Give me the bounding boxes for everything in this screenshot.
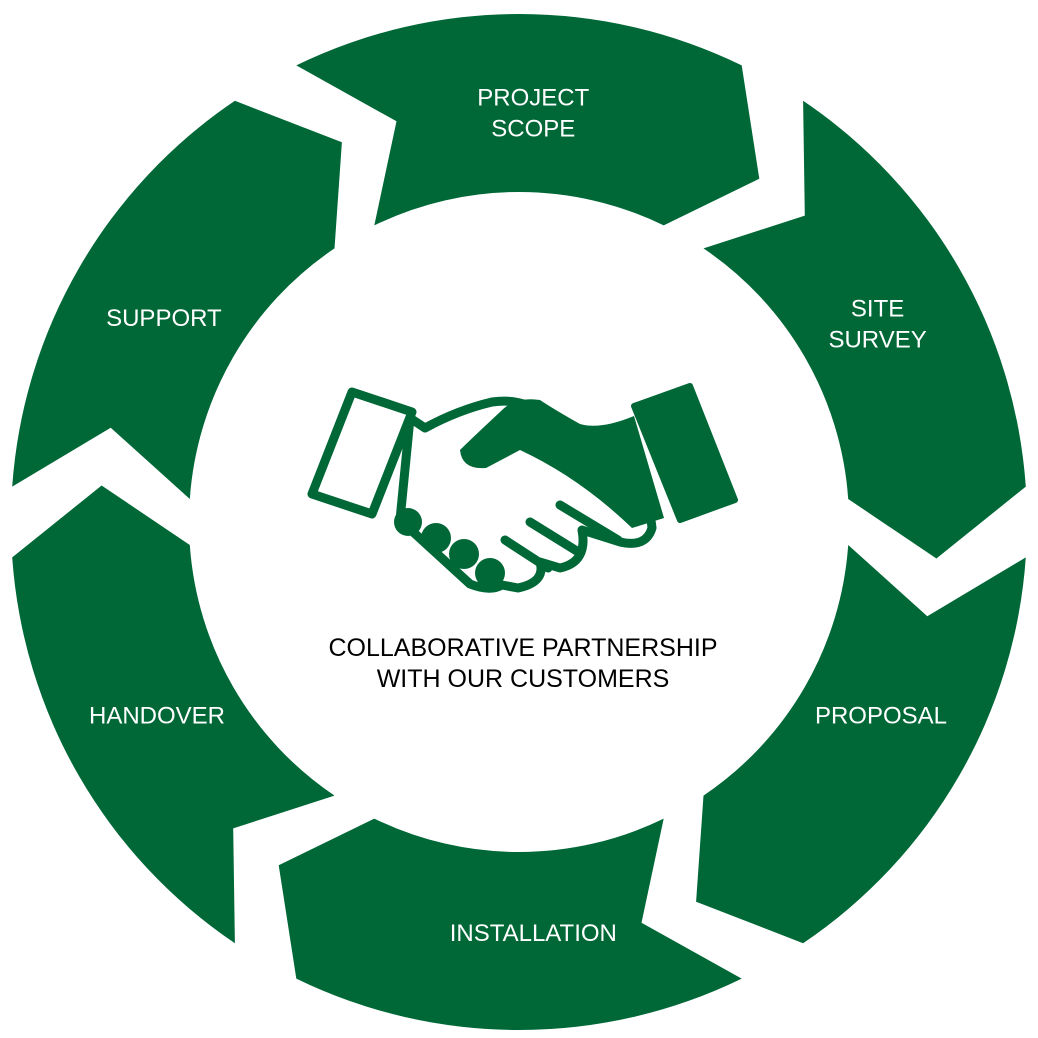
center-caption-line-1: COLLABORATIVE PARTNERSHIP: [329, 634, 718, 662]
cycle-step-label: SCOPE: [491, 116, 575, 143]
cycle-step-label: PROPOSAL: [815, 703, 947, 730]
right-cuff-shape: [631, 383, 738, 523]
cycle-segment-3: [696, 545, 1026, 944]
cycle-step-label: SURVEY: [828, 327, 926, 354]
cycle-step-label: SUPPORT: [106, 305, 222, 332]
cycle-step-label: HANDOVER: [89, 703, 225, 730]
cycle-segment-6: [12, 100, 342, 500]
handshake-icon: [307, 383, 738, 593]
cycle-segment-5: [12, 485, 335, 944]
cycle-segment-2: [703, 100, 1026, 559]
cycle-segments: PROJECT SCOPE SITE SURVEY PROPOSAL INSTALLATI…: [12, 13, 1026, 1031]
cycle-step-label: SITE: [851, 296, 904, 323]
cycle-segment-4: [278, 818, 742, 1031]
center-caption-line-2: WITH OUR CUSTOMERS: [377, 665, 670, 693]
right-hand-shape: [460, 399, 664, 528]
knuckle-2: [421, 523, 451, 553]
cycle-segment-1: [296, 13, 760, 226]
cycle-step-label: INSTALLATION: [450, 920, 617, 947]
left-cuff-shape: [307, 387, 417, 519]
knuckle-3: [449, 539, 479, 569]
finger-line-3: [500, 535, 553, 573]
knuckle-4: [475, 558, 505, 588]
knuckle-1: [394, 508, 422, 536]
finger-line-2: [525, 517, 585, 558]
cycle-step-label: PROJECT: [477, 85, 589, 112]
finger-line-1: [555, 500, 623, 545]
